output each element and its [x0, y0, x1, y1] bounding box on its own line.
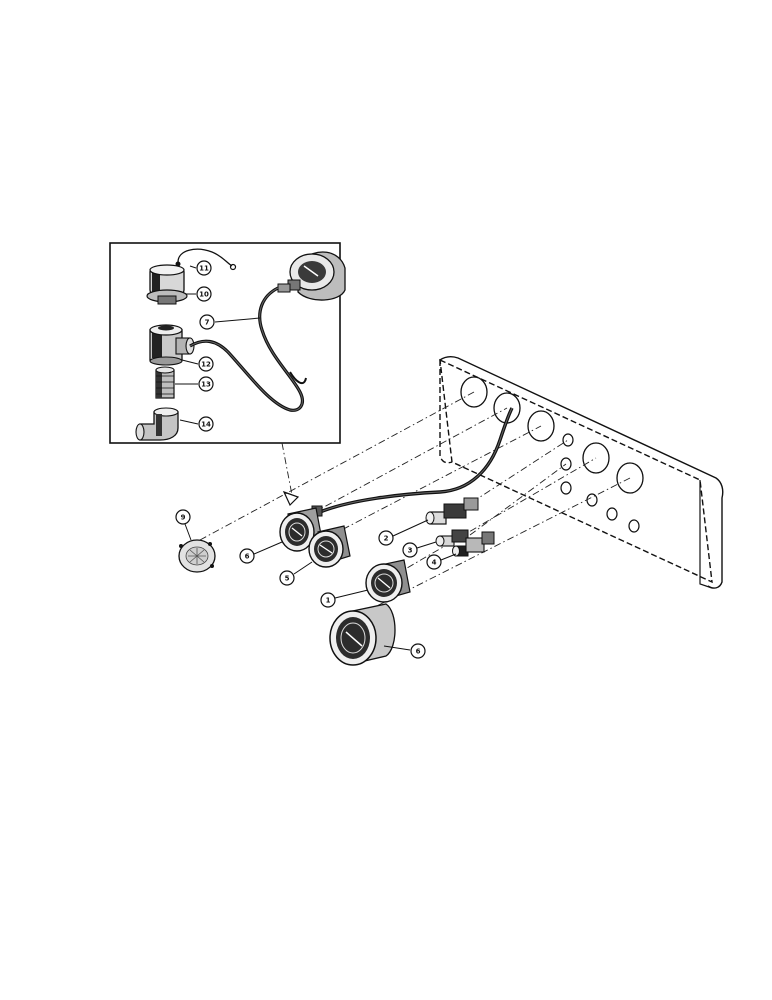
callout-14: 14 [179, 416, 214, 432]
callout-label-7: 7 [205, 319, 210, 327]
callout-label-6-lower: 6 [416, 648, 421, 656]
switch-part-2 [425, 497, 479, 525]
callout-13: 13 [175, 376, 214, 392]
temperature-gauge-with-tube-part-7 [189, 251, 346, 412]
callout-label-6-upper: 6 [245, 553, 250, 561]
gauge-part-5 [308, 525, 351, 568]
callout-11: 11 [189, 260, 212, 276]
callout-label-13: 13 [201, 381, 211, 389]
callout-9: 9 [175, 509, 192, 541]
callout-label-10: 10 [199, 291, 209, 299]
callout-10: 10 [186, 286, 212, 302]
callout-label-11: 11 [199, 265, 209, 273]
pipe-nipple-part-13 [155, 366, 175, 399]
elbow-fitting-part-14 [135, 407, 179, 441]
indicator-light-part-3 [435, 529, 469, 547]
hole-cover-plug-part-9 [178, 539, 216, 573]
tee-fitting-part-12 [149, 324, 195, 366]
gauge-part-6-lower [329, 603, 396, 666]
callout-label-14: 14 [201, 421, 211, 429]
switch-part-4 [452, 531, 495, 557]
wire-lead-part-11 [175, 248, 237, 271]
callout-label-12: 12 [201, 361, 211, 369]
callout-label-1: 1 [326, 597, 331, 605]
callout-label-2: 2 [384, 535, 389, 543]
callout-6-lower: 6 [383, 643, 426, 659]
callout-5: 5 [279, 561, 313, 586]
callout-1: 1 [320, 589, 369, 608]
callout-7: 7 [199, 314, 261, 330]
callout-label-3: 3 [408, 547, 413, 555]
callout-12: 12 [181, 356, 214, 372]
sender-unit-part-10 [146, 264, 188, 305]
callout-4: 4 [426, 553, 457, 570]
callout-label-9: 9 [181, 514, 186, 522]
callout-3: 3 [402, 541, 437, 558]
gauge-part-1 [365, 559, 411, 603]
callout-label-4: 4 [432, 559, 437, 567]
callout-label-5: 5 [285, 575, 290, 583]
callout-2: 2 [378, 519, 429, 546]
callout-6-upper: 6 [239, 541, 283, 564]
